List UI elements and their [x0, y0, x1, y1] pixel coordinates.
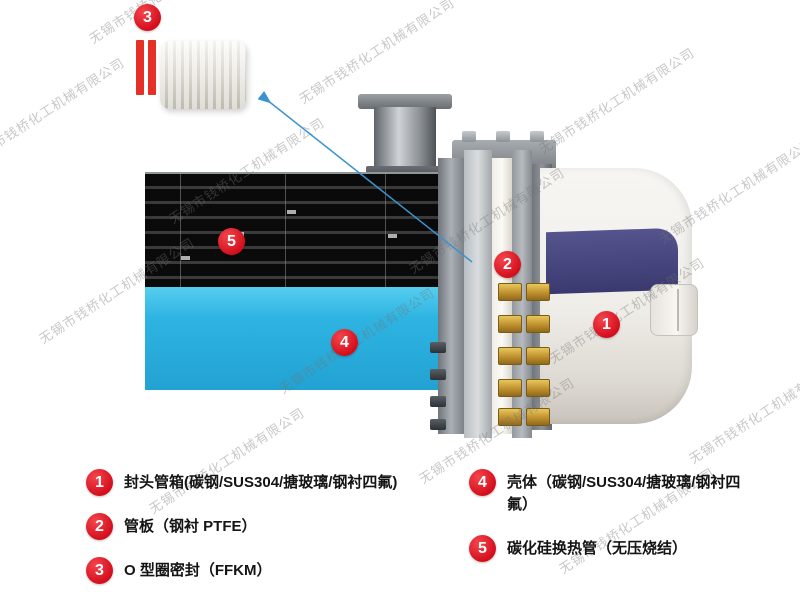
gold-nut	[498, 315, 522, 333]
threaded-sleeve	[160, 41, 246, 109]
tube-baffle-line	[285, 174, 286, 289]
legend-marker-3: 3	[86, 557, 113, 584]
top-nozzle-flange	[358, 94, 452, 109]
tube-baffle-line	[385, 174, 386, 289]
callout-marker-4: 4	[331, 329, 358, 356]
callout-marker-5: 5	[218, 228, 245, 255]
legend-marker-1: 1	[86, 469, 113, 496]
gold-nut	[526, 315, 550, 333]
bolt-head	[430, 369, 446, 380]
callout-marker-1: 1	[593, 311, 620, 338]
bolt-head	[430, 396, 446, 407]
gold-nut	[498, 347, 522, 365]
legend-label-1: 封头管箱(碳钢/SUS304/搪玻璃/钢衬四氟)	[124, 474, 398, 491]
legend-item-1: 1 封头管箱(碳钢/SUS304/搪玻璃/钢衬四氟)	[86, 469, 397, 496]
legend-marker-4: 4	[469, 469, 496, 496]
legend-item-4: 4 壳体（碳钢/SUS304/搪玻璃/钢衬四氟）	[469, 469, 745, 516]
flange-plate	[464, 150, 492, 438]
tube-highlight	[287, 210, 296, 214]
gold-nut	[526, 347, 550, 365]
bolt-head	[430, 419, 446, 430]
legend-item-2: 2 管板（钢衬 PTFE）	[86, 513, 257, 540]
gold-nut	[526, 283, 550, 301]
o-ring-red-bar	[148, 40, 156, 95]
callout-marker-3: 3	[134, 4, 161, 31]
gold-nut	[526, 408, 550, 426]
flange-plate	[512, 150, 532, 438]
gold-nut	[498, 408, 522, 426]
shell-body	[145, 287, 452, 390]
tube-highlight	[181, 256, 190, 260]
bolt-head	[430, 342, 446, 353]
legend-marker-2: 2	[86, 513, 113, 540]
legend-label-5: 碳化硅换热管（无压烧结）	[507, 540, 688, 557]
o-ring-fitting	[130, 36, 250, 116]
stud-bolt	[496, 131, 510, 142]
legend-item-5: 5 碳化硅换热管（无压烧结）	[469, 535, 687, 562]
stud-bolt	[462, 131, 476, 142]
outlet-flange	[650, 284, 698, 336]
legend-marker-5: 5	[469, 535, 496, 562]
callout-marker-2: 2	[494, 251, 521, 278]
stud-bolt	[530, 131, 544, 142]
gold-nut	[526, 379, 550, 397]
top-nozzle-pipe	[374, 107, 436, 170]
sic-tube-bundle	[145, 172, 452, 289]
o-ring-red-bar	[136, 40, 144, 95]
gold-nut	[498, 283, 522, 301]
gold-nut	[498, 379, 522, 397]
legend-label-3: O 型圈密封（FFKM）	[124, 562, 272, 579]
legend-label-4: 壳体（碳钢/SUS304/搪玻璃/钢衬四氟）	[507, 474, 741, 513]
tube-highlight	[388, 234, 397, 238]
legend-item-3: 3 O 型圈密封（FFKM）	[86, 557, 272, 584]
legend-label-2: 管板（钢衬 PTFE）	[124, 518, 257, 535]
flange-plate	[438, 158, 464, 434]
tube-baffle-line	[180, 174, 181, 289]
